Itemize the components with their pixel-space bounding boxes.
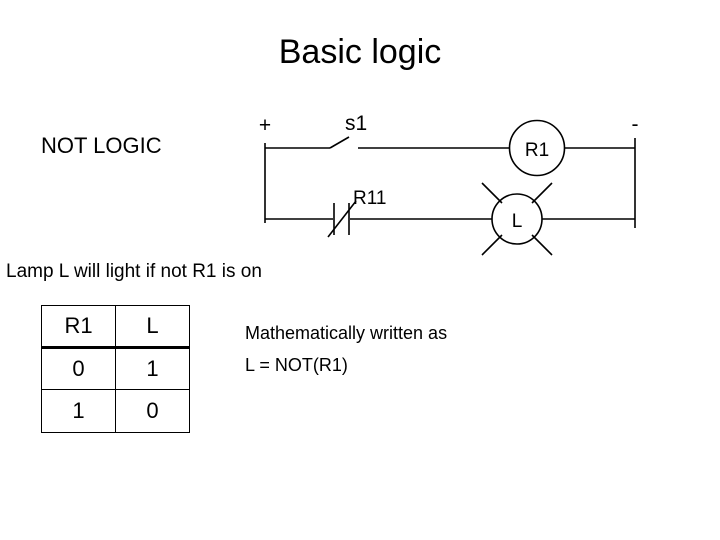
math-expression-text: L = NOT(R1) <box>245 355 348 375</box>
lamp-ray-top-right <box>531 182 553 204</box>
positive-rail-label: + <box>259 114 271 137</box>
lamp-l-label: L <box>512 211 523 232</box>
table-header-r1: R1 <box>41 305 116 349</box>
switch-s1-blade[interactable] <box>329 136 350 149</box>
table-cell-r1: 1 <box>41 389 116 433</box>
table-header-l: L <box>115 305 190 349</box>
explanation-text: Lamp L will light if not R1 is on <box>6 261 262 282</box>
relay-coil-r1-label: R1 <box>525 140 549 161</box>
contact-r11-slash <box>327 200 357 238</box>
lamp-ray-bottom-left <box>481 234 503 256</box>
contact-r11-label: R11 <box>353 188 386 209</box>
math-intro-text: Mathematically written as <box>245 323 448 343</box>
table-cell-l: 0 <box>115 389 190 433</box>
table-row: 1 0 <box>41 389 190 433</box>
lamp-ray-bottom-right <box>531 234 553 256</box>
math-note: Mathematically written as L = NOT(R1) <box>245 320 575 378</box>
table-row: 0 1 <box>41 347 190 390</box>
negative-rail-label: - <box>632 113 639 136</box>
truth-table: R1 L 0 1 1 0 <box>41 305 190 433</box>
switch-s1-label: s1 <box>345 112 367 135</box>
section-label-not-logic: NOT LOGIC <box>41 133 162 158</box>
page-title: Basic logic <box>278 33 442 71</box>
table-cell-l: 1 <box>115 347 190 390</box>
table-cell-r1: 0 <box>41 347 116 390</box>
table-header-row: R1 L <box>41 305 190 349</box>
lamp-ray-top-left <box>481 182 503 204</box>
ladder-circuit-diagram: + - s1 R11 R1 L <box>250 105 670 270</box>
